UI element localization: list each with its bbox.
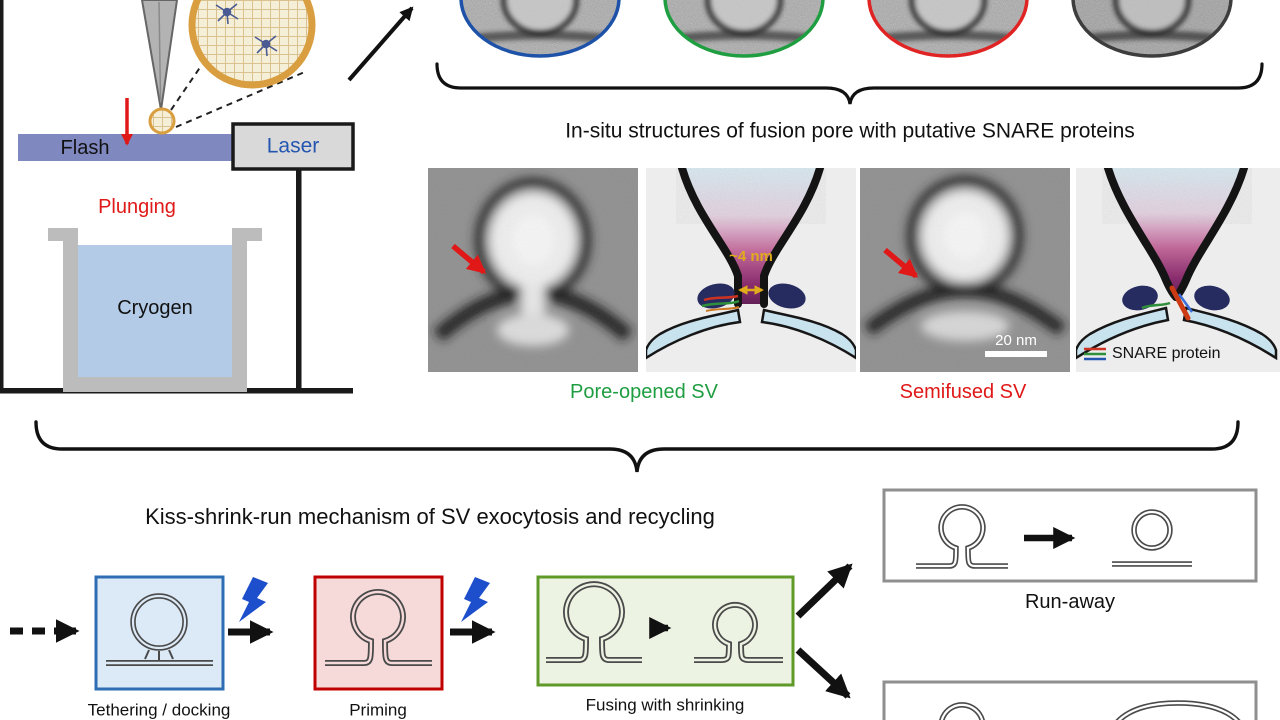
- em-grid-magnified: [188, 0, 316, 89]
- lightning-bolt-icon: [461, 577, 490, 622]
- red-arrow-semifused: [883, 247, 919, 279]
- callout-line-right: [175, 70, 308, 128]
- stage-tethering-label: Tethering / docking: [87, 700, 231, 720]
- fusing-vesicle-small: [694, 602, 783, 663]
- tweezers-seam-icon: [158, 1, 162, 101]
- em-grid-small: [148, 107, 176, 135]
- semifused-caption: Semifused SV: [899, 381, 1027, 403]
- pore-opened-caption: Pore-opened SV: [570, 381, 718, 403]
- em-image-1: [461, 0, 619, 56]
- stage-priming-label: Priming: [349, 700, 407, 720]
- snare-strand-red: [703, 294, 739, 302]
- pore-width-label: ~4 nm: [729, 247, 773, 265]
- membrane-wing-right: [1182, 306, 1278, 361]
- em-image-3-border: [867, 0, 1029, 58]
- stand-left-pole: [0, 0, 4, 391]
- stand-right-pole: [296, 166, 302, 390]
- panel-pore-opened-render: [646, 168, 856, 372]
- em-image-3: [869, 0, 1027, 56]
- brace-bottom: [34, 420, 1240, 473]
- membrane-wing-left: [1076, 306, 1170, 360]
- panel-pore-opened-em: [428, 168, 638, 372]
- em-image-4-border: [1071, 0, 1233, 58]
- flattened-vesicle-drawing: [1115, 700, 1241, 720]
- cryogen-liquid: [78, 245, 232, 377]
- stage-fusing-label: Fusing with shrinking: [585, 695, 745, 715]
- laser-label: Laser: [266, 134, 320, 158]
- fusing-vesicle-large: [546, 581, 642, 663]
- docked-vesicle-drawing: [106, 593, 213, 666]
- brace-top: [435, 62, 1264, 105]
- runaway-free-vesicle-drawing: [1112, 509, 1192, 567]
- branch-arrow-down: [795, 647, 851, 699]
- runaway-omega-drawing: [916, 504, 1008, 569]
- callout-line-left: [170, 65, 202, 111]
- panel-semifused-em: [860, 168, 1070, 372]
- runaway-label: Run-away: [1024, 591, 1116, 613]
- snare-strand-blue: [1177, 293, 1194, 313]
- em-image-row: [459, 0, 1233, 58]
- cryogen-label: Cryogen: [117, 297, 193, 319]
- snare-legend-lines: [1084, 347, 1106, 361]
- snare-rod-red: [1169, 285, 1191, 321]
- shrink-outcome-box: [882, 680, 1258, 720]
- scale-bar: [985, 351, 1047, 357]
- plunge-freezing-apparatus: [0, 0, 414, 394]
- mechanism-title: Kiss-shrink-run mechanism of SV exocytos…: [145, 503, 715, 529]
- em-image-2: [665, 0, 823, 56]
- stage-priming-box: [313, 575, 444, 691]
- em-row-caption: In-situ structures of fusion pore with p…: [565, 119, 1135, 143]
- red-arrow-pore-opened: [451, 243, 487, 275]
- lightning-bolt-icon: [239, 577, 268, 622]
- scale-bar-label: 20 nm: [995, 331, 1037, 349]
- laser-box: [231, 122, 355, 171]
- snare-strand-green: [701, 299, 740, 308]
- plunging-label: Plunging: [98, 196, 176, 218]
- em-image-1-border: [459, 0, 621, 58]
- membrane-wing-right: [760, 308, 856, 360]
- arrow-to-em-images: [347, 6, 414, 82]
- primed-vesicle-drawing: [325, 589, 432, 666]
- snare-strand-green: [1141, 301, 1171, 310]
- membrane-wing-left: [646, 308, 742, 360]
- neuron-sketch-icons: [215, 3, 278, 57]
- flash-label: Flash: [60, 137, 110, 159]
- snare-strand-orange: [705, 306, 740, 312]
- branch-arrow-up: [795, 563, 853, 619]
- shrink-omega-drawing: [939, 702, 985, 720]
- panel-semifused-render: [1076, 168, 1280, 372]
- mechanism-flow: [10, 488, 1258, 720]
- cryogen-container: [48, 228, 262, 392]
- em-image-2-border: [663, 0, 825, 58]
- snare-legend-label: SNARE protein: [1112, 345, 1221, 363]
- em-image-4: [1073, 0, 1231, 56]
